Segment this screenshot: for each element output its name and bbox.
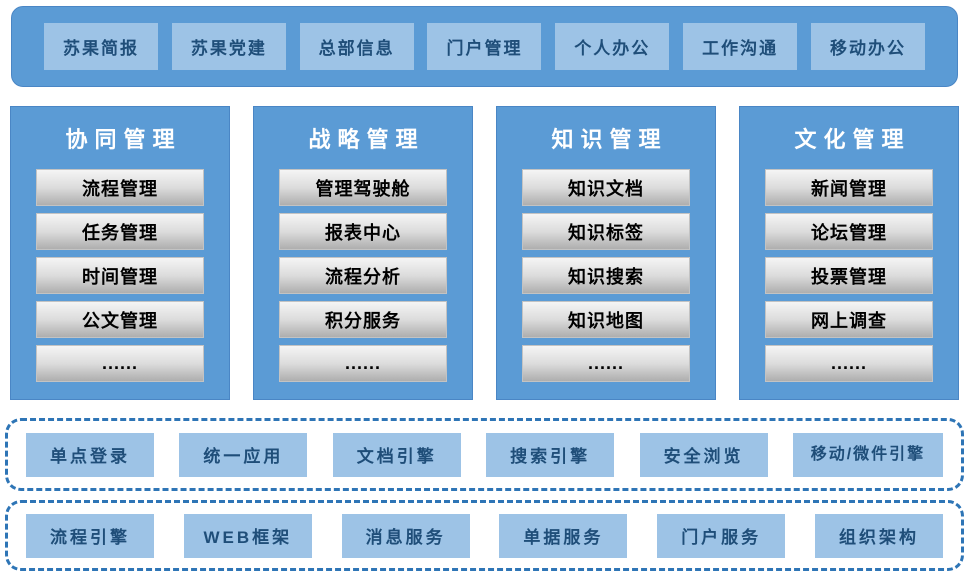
module-item-ellipsis: ...... bbox=[522, 345, 690, 382]
module-columns: 协同管理 流程管理 任务管理 时间管理 公文管理 ...... 战略管理 管理驾… bbox=[10, 106, 959, 400]
module-item: 知识标签 bbox=[522, 213, 690, 250]
module-item-ellipsis: ...... bbox=[765, 345, 933, 382]
module-item: 知识地图 bbox=[522, 301, 690, 338]
module-column-culture: 文化管理 新闻管理 论坛管理 投票管理 网上调查 ...... bbox=[739, 106, 959, 400]
module-column-title: 协同管理 bbox=[65, 127, 182, 152]
portal-chip-hq-info: 总部信息 bbox=[299, 23, 414, 70]
module-item: 公文管理 bbox=[36, 301, 204, 338]
platform-chip-web-framework: WEB框架 bbox=[183, 513, 312, 558]
module-item: 知识搜索 bbox=[522, 257, 690, 294]
module-item-ellipsis: ...... bbox=[279, 345, 447, 382]
platform-chip-mobile-widget-engine: 移动/微件引擎 bbox=[792, 432, 943, 477]
platform-chip-workflow-engine: 流程引擎 bbox=[26, 513, 154, 558]
module-item: 网上调查 bbox=[765, 301, 933, 338]
platform-foundation-layer: 流程引擎 WEB框架 消息服务 单据服务 门户服务 组织架构 bbox=[5, 500, 964, 571]
module-item: 时间管理 bbox=[36, 257, 204, 294]
portal-chip-suguo-party: 苏果党建 bbox=[171, 23, 286, 70]
module-column-collaboration: 协同管理 流程管理 任务管理 时间管理 公文管理 ...... bbox=[10, 106, 230, 400]
platform-chip-search-engine: 搜索引擎 bbox=[486, 432, 615, 477]
oa-architecture-diagram: 苏果简报 苏果党建 总部信息 门户管理 个人办公 工作沟通 移动办公 协同管理 … bbox=[0, 6, 969, 580]
platform-chip-message-service: 消息服务 bbox=[341, 513, 470, 558]
module-column-title: 文化管理 bbox=[794, 127, 911, 152]
module-item: 任务管理 bbox=[36, 213, 204, 250]
module-item: 新闻管理 bbox=[765, 169, 933, 206]
module-item: 投票管理 bbox=[765, 257, 933, 294]
module-column-title: 战略管理 bbox=[308, 127, 425, 152]
portal-nav-bar: 苏果简报 苏果党建 总部信息 门户管理 个人办公 工作沟通 移动办公 bbox=[11, 6, 958, 87]
module-item: 报表中心 bbox=[279, 213, 447, 250]
platform-chip-org-structure: 组织架构 bbox=[814, 513, 943, 558]
platform-capability-layer: 单点登录 统一应用 文档引擎 搜索引擎 安全浏览 移动/微件引擎 bbox=[5, 418, 964, 491]
platform-chip-form-service: 单据服务 bbox=[499, 513, 628, 558]
module-item: 流程管理 bbox=[36, 169, 204, 206]
portal-chip-mobile-office: 移动办公 bbox=[810, 23, 925, 70]
platform-chip-sso: 单点登录 bbox=[26, 432, 154, 477]
module-item: 流程分析 bbox=[279, 257, 447, 294]
portal-chip-personal-office: 个人办公 bbox=[555, 23, 670, 70]
platform-chip-unified-app: 统一应用 bbox=[179, 432, 308, 477]
module-column-strategy: 战略管理 管理驾驶舱 报表中心 流程分析 积分服务 ...... bbox=[253, 106, 473, 400]
module-column-knowledge: 知识管理 知识文档 知识标签 知识搜索 知识地图 ...... bbox=[496, 106, 716, 400]
module-item: 积分服务 bbox=[279, 301, 447, 338]
platform-chip-portal-service: 门户服务 bbox=[657, 513, 786, 558]
portal-chip-portal-mgmt: 门户管理 bbox=[427, 23, 542, 70]
module-column-title: 知识管理 bbox=[551, 127, 668, 152]
portal-chip-suguo-briefing: 苏果简报 bbox=[44, 23, 158, 70]
platform-chip-secure-browsing: 安全浏览 bbox=[639, 432, 768, 477]
module-item: 知识文档 bbox=[522, 169, 690, 206]
module-item: 论坛管理 bbox=[765, 213, 933, 250]
module-item-ellipsis: ...... bbox=[36, 345, 204, 382]
platform-chip-doc-engine: 文档引擎 bbox=[332, 432, 461, 477]
module-item: 管理驾驶舱 bbox=[279, 169, 447, 206]
portal-chip-work-comm: 工作沟通 bbox=[683, 23, 798, 70]
